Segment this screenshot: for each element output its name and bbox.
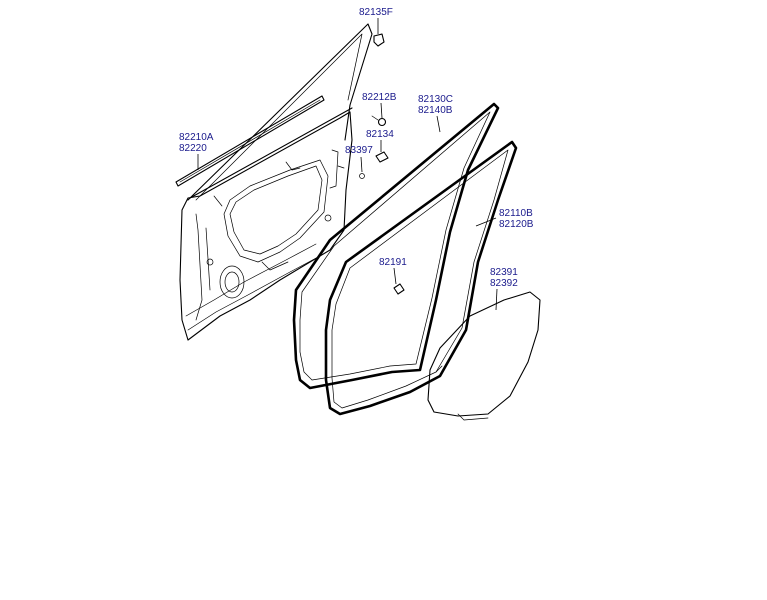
label-82392: 82392 — [490, 278, 518, 289]
belt-moulding-strip — [175, 95, 325, 187]
pin-83397 — [359, 173, 365, 179]
label-82140b: 82140B — [418, 105, 453, 116]
leader-lines — [197, 18, 498, 311]
label-82120b: 82120B — [499, 219, 534, 230]
label-82210a: 82210A — [179, 132, 214, 143]
label-82391: 82391 — [490, 267, 518, 278]
label-82110b: 82110B — [499, 208, 533, 219]
label-82220: 82220 — [179, 143, 207, 154]
label-83397: 83397 — [345, 145, 373, 156]
label-82191: 82191 — [379, 257, 407, 268]
screw-82212b — [371, 115, 387, 127]
body-weatherstrip — [324, 140, 518, 416]
label-82134: 82134 — [366, 129, 394, 140]
plug-82191 — [393, 283, 405, 295]
part-labels: 82135F 82212B 82134 83397 82210A 82220 8… — [179, 7, 534, 289]
label-82212b: 82212B — [362, 92, 397, 103]
clip-82135f — [373, 33, 385, 47]
label-82130c: 82130C — [418, 94, 453, 105]
sealing-cover — [427, 291, 541, 421]
label-82135f: 82135F — [359, 7, 393, 18]
bracket-82134 — [375, 151, 389, 163]
door-weatherstrip-outer — [292, 102, 500, 390]
door-panel — [179, 23, 373, 341]
